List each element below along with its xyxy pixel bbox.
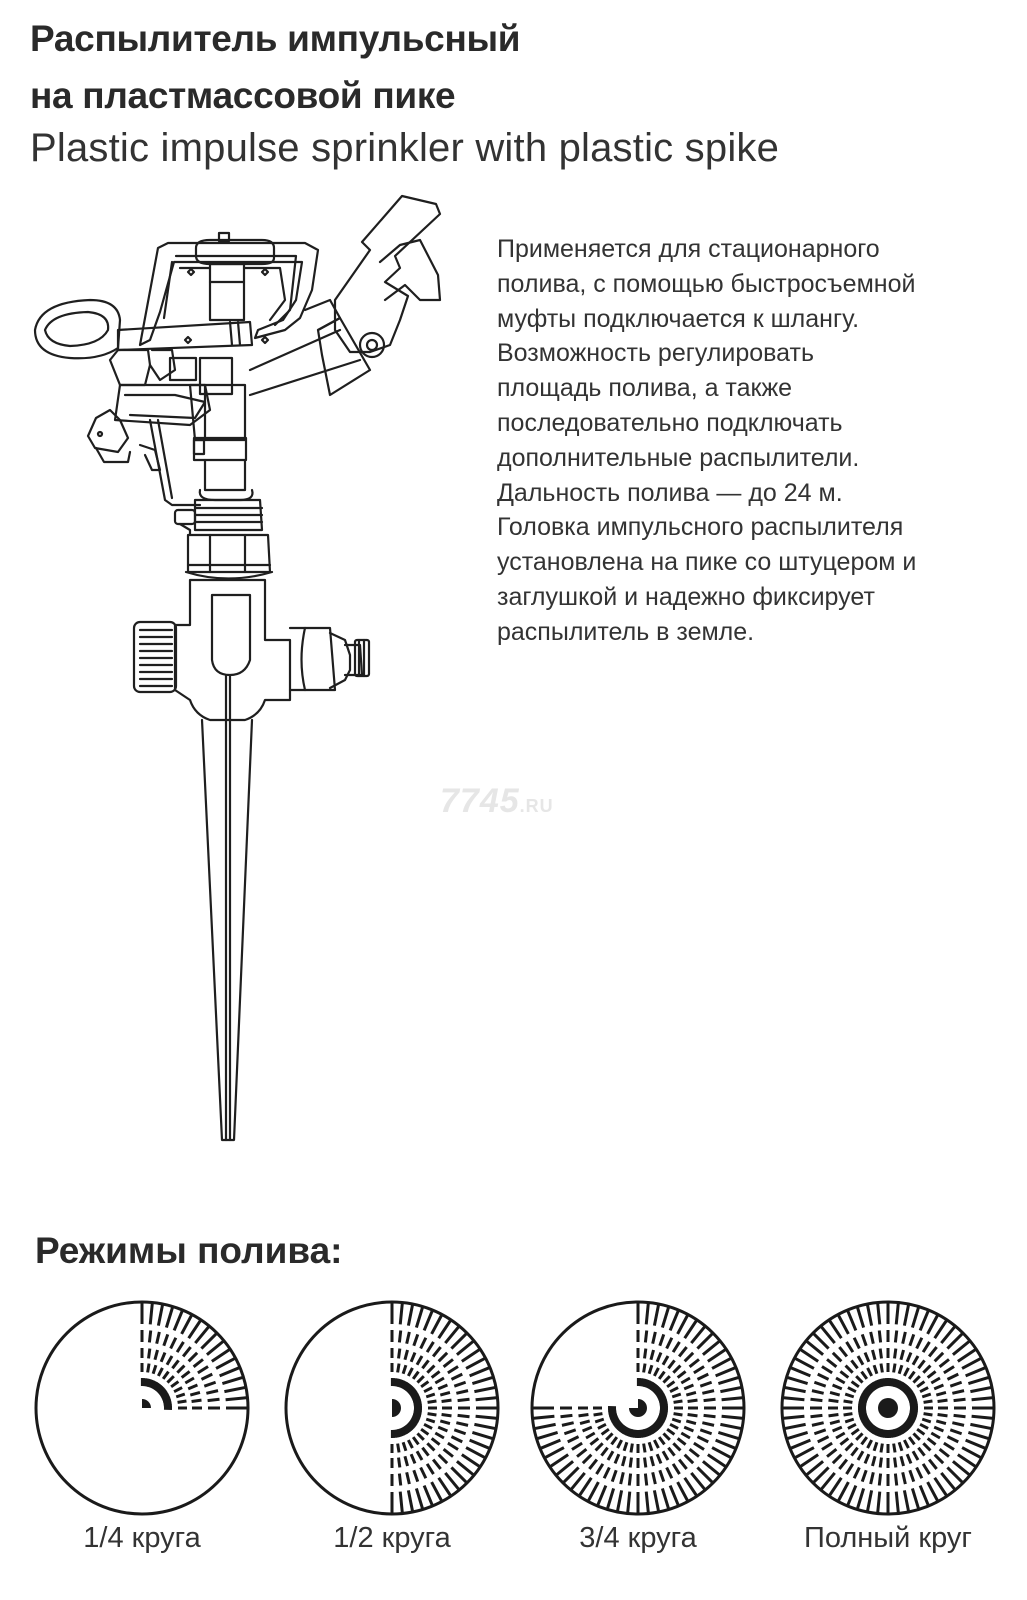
- watering-modes: 1/4 круга 1/2 круга 3/4 круга Полный кру…: [0, 1290, 1027, 1590]
- mode-full: Полный круг: [768, 1290, 1008, 1580]
- mode-label: 1/2 круга: [333, 1522, 451, 1554]
- description-line: площадь полива, а также: [497, 374, 793, 403]
- description-line: последовательно подключать: [497, 408, 843, 437]
- description-line: распылитель в земле.: [497, 617, 755, 646]
- sprinkler-illustration-icon: [33, 194, 442, 1142]
- product-description: Применяется для стационарного полива, с …: [497, 232, 1022, 650]
- description-line: установлена на пике со штуцером и: [497, 548, 917, 577]
- mode-label: 1/4 круга: [83, 1522, 201, 1554]
- description-line: дополнительные распылители.: [497, 443, 860, 472]
- spray-pattern-quarter-icon: [34, 1300, 250, 1516]
- title-en: Plastic impulse sprinkler with plastic s…: [30, 126, 780, 170]
- mode-label: Полный круг: [804, 1522, 972, 1554]
- mode-quarter: 1/4 круга: [22, 1290, 262, 1580]
- description-line: муфты подключается к шлангу.: [497, 304, 860, 333]
- mode-half: 1/2 круга: [272, 1290, 512, 1580]
- watermark: 7745.RU: [440, 782, 554, 821]
- spray-pattern-full-icon: [780, 1300, 996, 1516]
- title-ru-line2: на пластмассовой пике: [30, 75, 456, 116]
- description-line: Головка импульсного распылителя: [497, 513, 904, 542]
- description-line: заглушкой и надежно фиксирует: [497, 582, 875, 611]
- spray-pattern-three-quarter-icon: [530, 1300, 746, 1516]
- description-line: Возможность регулировать: [497, 339, 814, 368]
- watermark-main: 7745: [440, 782, 520, 820]
- title-ru-line1: Распылитель импульсный: [30, 18, 521, 59]
- modes-heading: Режимы полива:: [35, 1230, 343, 1271]
- description-line: Применяется для стационарного: [497, 235, 880, 263]
- mode-three-quarter: 3/4 круга: [518, 1290, 758, 1580]
- description-line: Дальность полива — до 24 м.: [497, 478, 843, 507]
- spray-pattern-half-icon: [284, 1300, 500, 1516]
- mode-label: 3/4 круга: [579, 1522, 697, 1554]
- description-line: полива, с помощью быстросъемной: [497, 269, 916, 298]
- watermark-suffix: .RU: [519, 796, 554, 816]
